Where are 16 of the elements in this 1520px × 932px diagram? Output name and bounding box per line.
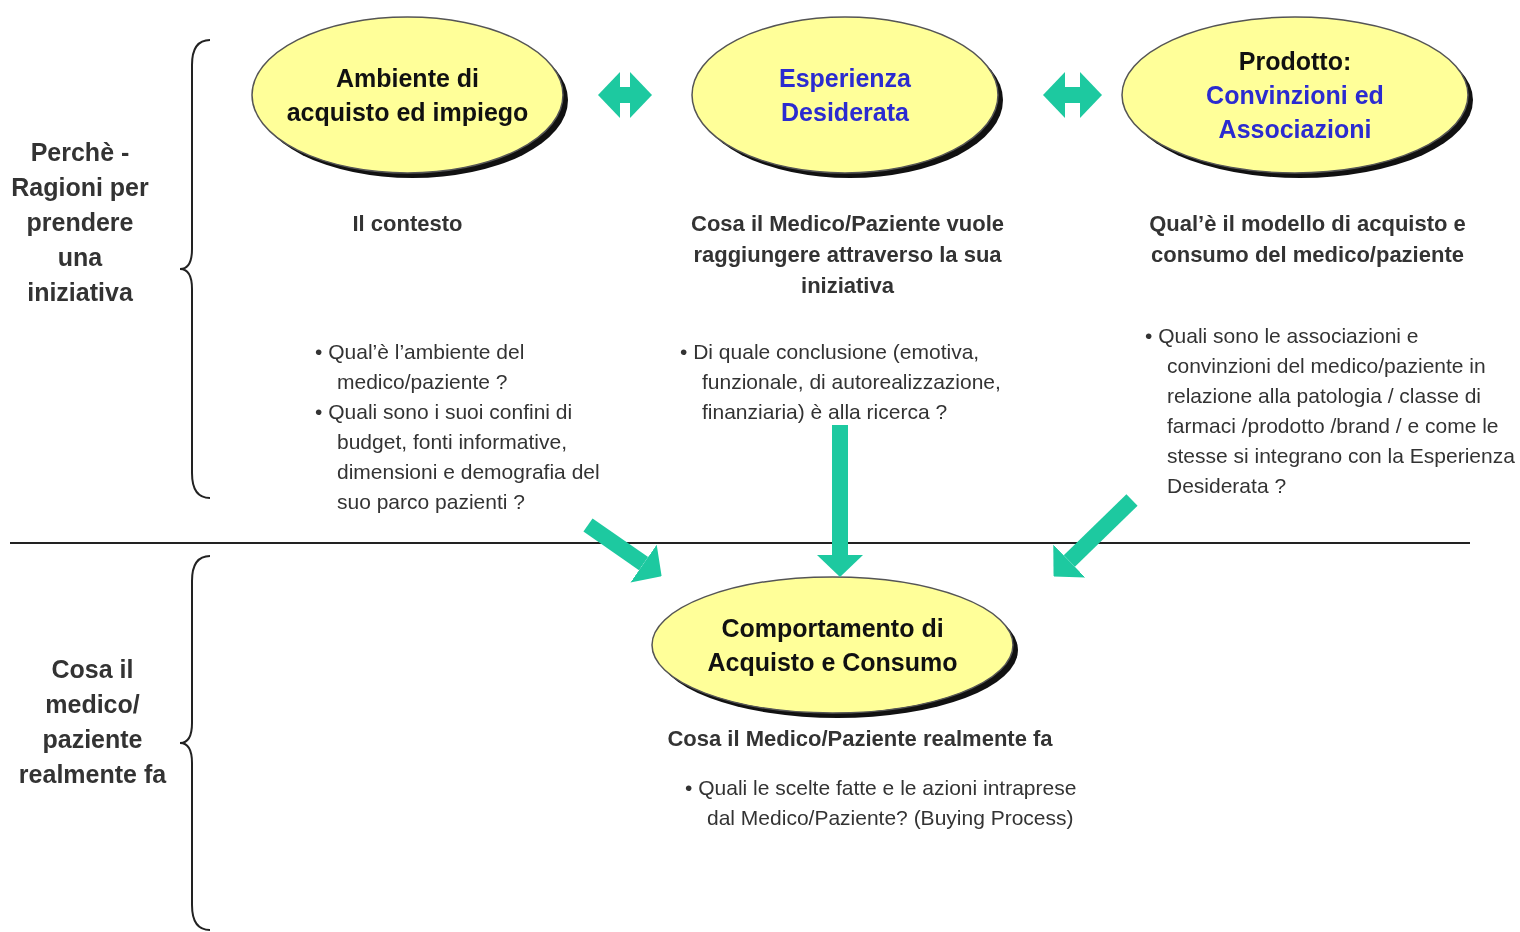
- side-label: Perchè - Ragioni per prendere una iniziativa: [10, 137, 150, 308]
- bullet-item: • Quali sono i suoi confini di budget, fonti informative, dimensioni e demografia del suo parco pazienti ?: [315, 399, 600, 515]
- description-heading: Cosa il Medico/Paziente realmente fa: [666, 725, 1054, 753]
- description-heading: Il contesto: [351, 210, 464, 238]
- side-label: Cosa il medico/ paziente realmente fa: [17, 654, 168, 790]
- block-arrow: [1043, 72, 1102, 118]
- bullet-item: • Quali sono le associazioni e convinzioni del medico/paziente in relazione alla patologia / classe di farmaci /prodotto /brand / e come le stesse si integrano con la Esperienza Desiderata ?: [1145, 323, 1515, 499]
- bullet-item: • Quali le scelte fatte e le azioni intraprese dal Medico/Paziente? (Buying Process): [685, 775, 1078, 831]
- block-arrow: [817, 425, 863, 577]
- description-heading: Qual’è il modello di acquisto e consumo del medico/paziente: [1148, 210, 1467, 269]
- description-heading: Cosa il Medico/Paziente vuole raggiungere attraverso la sua iniziativa: [690, 210, 1005, 300]
- bullet-item: • Qual’è l’ambiente del medico/paziente ?: [315, 339, 526, 395]
- block-arrow: [583, 518, 662, 583]
- bullet-item: • Di quale conclusione (emotiva, funzionale, di autorealizzazione, finanziaria) è alla ricerca ?: [680, 339, 1002, 425]
- block-arrow: [598, 72, 652, 118]
- block-arrow: [1053, 494, 1138, 578]
